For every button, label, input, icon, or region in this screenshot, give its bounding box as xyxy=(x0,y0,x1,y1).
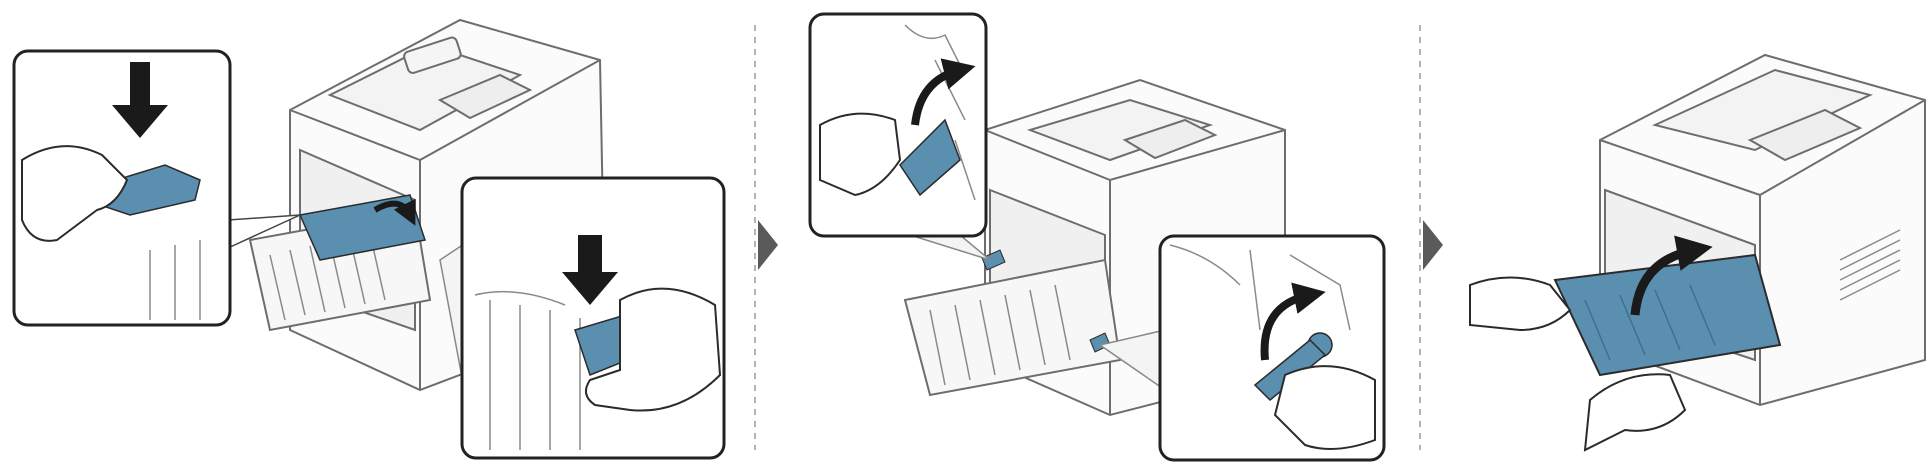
lever-part xyxy=(981,249,1006,271)
hand-icon xyxy=(1583,373,1687,452)
hand-icon xyxy=(819,112,902,197)
hand-icon xyxy=(21,145,129,242)
right-lever-part xyxy=(1253,338,1327,402)
hand-icon xyxy=(1273,365,1376,450)
callout-rotate-right-lever xyxy=(1098,234,1386,462)
step-1-panel xyxy=(12,18,726,460)
callout-release-lever-closeup xyxy=(439,176,726,460)
rotate-arrow-icon xyxy=(1630,235,1713,316)
rotate-arrow-icon xyxy=(373,198,416,226)
rotate-arrow-icon xyxy=(911,58,976,126)
step-next-arrow-icon xyxy=(758,220,778,270)
printer-illustration xyxy=(248,18,607,392)
fuser-lever-part xyxy=(298,194,426,261)
hand-icon xyxy=(1469,276,1572,332)
down-arrow-icon xyxy=(562,235,618,305)
callout-rotate-left-lever xyxy=(808,12,991,261)
left-lever-part xyxy=(899,118,961,197)
step-2-panel xyxy=(808,12,1386,462)
callout-press-lock-lever xyxy=(12,49,301,327)
step-3-panel xyxy=(1469,53,1926,452)
hand-icon xyxy=(585,287,722,412)
step-next-arrow-icon xyxy=(1423,220,1443,270)
down-arrow-icon xyxy=(112,62,168,138)
rotate-arrow-icon xyxy=(1260,282,1326,361)
